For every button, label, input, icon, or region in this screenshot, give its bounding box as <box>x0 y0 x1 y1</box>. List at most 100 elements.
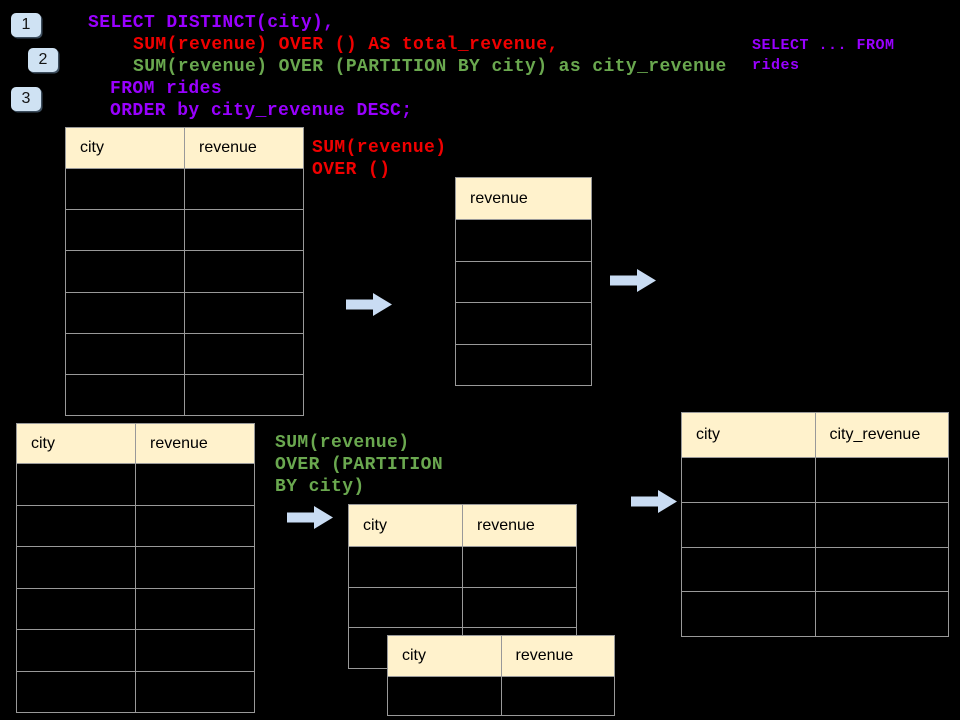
table-body <box>17 463 254 712</box>
step-badge-1: 1 <box>11 13 41 37</box>
table-row <box>682 546 949 592</box>
table-cell-empty <box>17 547 136 588</box>
table-cell-empty <box>682 458 816 502</box>
table-row <box>66 332 303 374</box>
table-header-row: city revenue <box>66 128 303 168</box>
table-cell-empty <box>185 210 303 250</box>
step-badge-3: 3 <box>11 87 41 111</box>
table-row <box>66 209 303 251</box>
table-cell-empty <box>816 548 949 592</box>
step-badge-2: 2 <box>28 48 58 72</box>
column-header-city: city <box>66 128 185 168</box>
table-row <box>66 250 303 292</box>
sql-line-partition: SUM(revenue) OVER (PARTITION BY city) as… <box>133 57 727 77</box>
sql-line-order-by: ORDER by city_revenue DESC; <box>110 101 413 121</box>
sql-line-select: SELECT DISTINCT(city), <box>88 13 335 33</box>
column-header-revenue: revenue <box>150 434 208 452</box>
table-row <box>17 546 254 588</box>
table-row <box>388 676 614 715</box>
table-cell-empty <box>17 588 136 629</box>
table-cell-empty <box>456 220 591 261</box>
annotation-line: SUM(revenue) <box>275 433 410 453</box>
column-header-revenue: revenue <box>199 139 257 156</box>
annotation-line: SUM(revenue) <box>312 138 447 158</box>
table-row <box>456 302 591 344</box>
table-row <box>17 670 254 713</box>
column-header-revenue: revenue <box>515 647 574 664</box>
sql-line-from: FROM rides <box>110 79 223 99</box>
table-cell-empty <box>456 345 591 386</box>
annotation-line: BY city) <box>275 477 365 497</box>
table-cell-empty <box>682 502 816 547</box>
table-cell-empty <box>136 589 254 630</box>
table-row <box>66 373 303 416</box>
annotation-line: OVER () <box>312 160 391 180</box>
annotation-line: OVER (PARTITION <box>275 455 444 475</box>
table-row <box>66 291 303 333</box>
side-note-line: SELECT ... FROM <box>752 37 895 54</box>
table-cell-empty <box>463 588 576 628</box>
table-source-top: city revenue <box>65 127 304 416</box>
column-header-revenue: revenue <box>477 516 535 534</box>
table-cell-empty <box>136 464 254 505</box>
table-header-row: revenue <box>456 178 591 219</box>
table-cell-empty <box>456 262 591 303</box>
table-cell-empty <box>349 547 463 587</box>
side-note-line: rides <box>752 57 800 74</box>
table-cell-empty <box>136 547 254 588</box>
column-header-city: city <box>388 636 502 676</box>
arrow-right-icon <box>631 490 677 513</box>
table-row <box>17 629 254 671</box>
table-cell-empty <box>66 251 185 292</box>
table-cell-empty <box>66 333 185 374</box>
table-cell-empty <box>17 464 136 505</box>
table-row <box>17 504 254 547</box>
table-header-row: city revenue <box>388 636 614 676</box>
table-cell-empty <box>388 677 502 715</box>
table-cell-empty <box>502 677 615 715</box>
table-body <box>682 457 948 636</box>
table-cell-empty <box>185 251 303 291</box>
table-row <box>17 463 254 505</box>
table-row <box>682 591 948 636</box>
annotation-total-revenue: SUM(revenue) OVER () <box>312 137 446 181</box>
table-header-row: city revenue <box>17 424 254 463</box>
table-cell-empty <box>816 503 949 547</box>
sql-line-total-revenue: SUM(revenue) OVER () AS total_revenue, <box>133 35 559 55</box>
side-note-from-rides: SELECT ... FROM rides <box>752 36 895 76</box>
column-header-city: city <box>349 505 463 546</box>
table-cell-empty <box>456 303 591 344</box>
table-body <box>388 676 614 715</box>
table-cell-empty <box>816 592 949 636</box>
column-header-city: city <box>682 413 816 457</box>
table-cell-empty <box>66 169 185 210</box>
table-cell-empty <box>17 671 136 712</box>
table-cell-empty <box>185 375 303 415</box>
table-cell-empty <box>136 672 254 713</box>
table-cell-empty <box>463 547 576 587</box>
table-cell-empty <box>349 587 463 628</box>
table-body <box>66 168 303 416</box>
table-cell-empty <box>136 630 254 671</box>
table-cell-empty <box>682 547 816 592</box>
table-row <box>17 587 254 630</box>
step-badge-label: 1 <box>21 16 31 33</box>
table-row <box>66 168 303 210</box>
table-cell-empty <box>17 505 136 546</box>
table-cell-empty <box>66 374 185 416</box>
arrow-right-icon <box>610 269 656 292</box>
table-partition-a: city revenue <box>348 504 577 669</box>
column-header-city: city <box>17 424 136 463</box>
column-header-revenue: revenue <box>470 189 528 207</box>
table-cell-empty <box>136 506 254 547</box>
table-cell-empty <box>17 630 136 671</box>
table-cell-empty <box>185 293 303 333</box>
table-row <box>349 546 576 587</box>
sql-code-block: SELECT DISTINCT(city), SUM(revenue) OVER… <box>88 12 727 122</box>
arrow-right-icon <box>346 293 392 316</box>
table-header-row: city revenue <box>349 505 576 546</box>
table-cell-empty <box>682 592 816 636</box>
annotation-partition: SUM(revenue) OVER (PARTITION BY city) <box>275 432 443 498</box>
table-cell-empty <box>816 458 949 502</box>
table-cell-empty <box>66 292 185 333</box>
